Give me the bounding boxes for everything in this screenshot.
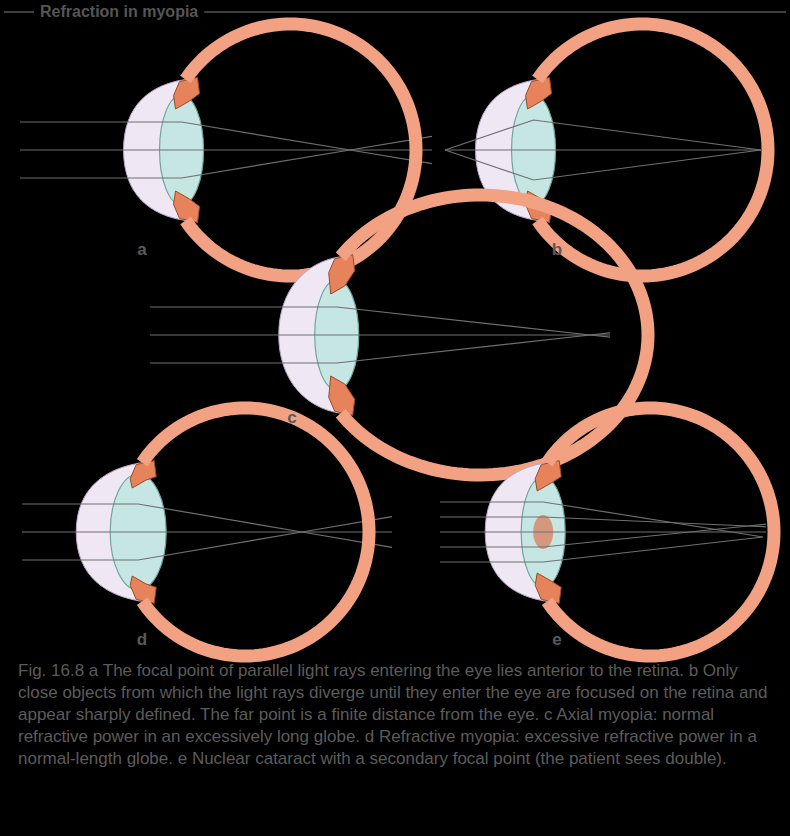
panel-letter: e <box>552 629 561 651</box>
sclera-wall <box>538 24 768 276</box>
sclera-wall <box>186 24 416 276</box>
light-ray <box>22 517 392 560</box>
eye-globe <box>22 408 392 656</box>
light-ray <box>445 149 761 150</box>
ciliary-body <box>130 576 156 603</box>
light-ray <box>20 149 432 150</box>
ciliary-body <box>329 255 355 294</box>
sclera-wall <box>341 195 648 475</box>
sclera-wall <box>547 408 774 656</box>
light-ray <box>20 122 432 164</box>
light-ray <box>150 334 610 335</box>
light-ray <box>150 307 610 337</box>
ciliary-body <box>174 78 200 109</box>
title-rule <box>204 11 786 13</box>
light-ray <box>20 136 432 178</box>
eye-globe <box>20 24 432 276</box>
ciliary-body <box>130 461 156 488</box>
figure-title: Refraction in myopia <box>40 1 198 23</box>
light-ray <box>445 120 761 150</box>
ciliary-body <box>526 78 552 109</box>
ciliary-body <box>535 573 561 603</box>
eye-globe <box>440 408 774 656</box>
light-ray <box>440 524 766 547</box>
figure-caption: Fig. 16.8 a The focal point of parallel … <box>18 660 774 770</box>
ciliary-body <box>174 191 200 222</box>
title-rule <box>4 11 34 13</box>
sclera-wall <box>142 408 369 656</box>
light-ray <box>445 150 761 180</box>
light-ray <box>440 531 766 532</box>
light-ray <box>440 517 766 527</box>
panel-letter: b <box>552 239 562 261</box>
panel-letter: d <box>137 629 147 651</box>
ciliary-body <box>329 376 355 415</box>
light-ray <box>22 531 392 532</box>
panel-letter: c <box>287 407 296 429</box>
light-ray <box>150 333 610 363</box>
panel-letter: a <box>137 239 146 261</box>
ciliary-body <box>535 461 561 491</box>
